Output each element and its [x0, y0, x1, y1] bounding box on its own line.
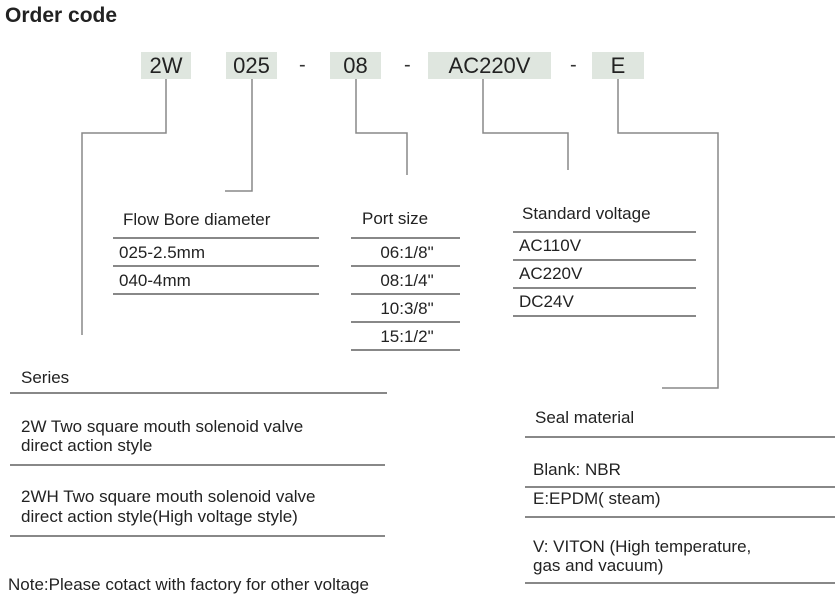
divider — [113, 237, 319, 239]
divider — [351, 237, 460, 239]
divider — [113, 265, 319, 267]
voltage-item: DC24V — [519, 292, 574, 311]
bore-header: Flow Bore diameter — [123, 210, 271, 229]
divider — [10, 464, 385, 466]
seal-item: gas and vacuum) — [533, 556, 664, 575]
divider — [10, 535, 385, 537]
code-separator: - — [404, 54, 411, 76]
bore-item: 040-4mm — [119, 271, 191, 290]
note-text: Note:Please cotact with factory for othe… — [8, 575, 369, 594]
code-seal: E — [592, 52, 644, 79]
divider — [525, 436, 835, 438]
code-separator: - — [299, 54, 306, 76]
seal-item: E:EPDM( steam) — [533, 489, 661, 508]
page-title: Order code — [5, 4, 118, 27]
series-header: Series — [21, 368, 70, 387]
voltage-header: Standard voltage — [522, 204, 651, 223]
code-port: 08 — [330, 52, 381, 79]
port-item: 08:1/4" — [380, 271, 434, 290]
divider — [525, 516, 835, 518]
port-connector — [355, 79, 408, 175]
voltage-connector — [482, 79, 569, 170]
divider — [513, 287, 696, 289]
port-header: Port size — [362, 209, 429, 228]
series-item: 2W Two square mouth solenoid valve — [21, 417, 304, 436]
divider — [10, 392, 387, 394]
divider — [525, 486, 835, 488]
series-item: direct action style(High voltage style) — [21, 507, 298, 526]
port-item: 15:1/2" — [380, 327, 434, 346]
seal-item: V: VITON (High temperature, — [533, 537, 752, 556]
series-item: 2WH Two square mouth solenoid valve — [21, 487, 316, 506]
divider — [513, 231, 696, 233]
divider — [351, 293, 460, 295]
series-item: direct action style — [21, 436, 153, 455]
divider — [351, 265, 460, 267]
bore-item: 025-2.5mm — [119, 243, 205, 262]
divider — [351, 321, 460, 323]
code-separator: - — [570, 54, 577, 76]
port-item: 06:1/8" — [380, 243, 434, 262]
seal-connector — [617, 79, 719, 389]
voltage-item: AC110V — [519, 236, 582, 255]
divider — [513, 259, 696, 261]
divider — [513, 315, 696, 317]
divider — [351, 349, 460, 351]
voltage-item: AC220V — [519, 264, 583, 283]
series-connector — [81, 79, 167, 335]
code-bore: 025 — [226, 52, 277, 79]
divider — [525, 582, 835, 584]
seal-header: Seal material — [535, 408, 635, 427]
divider — [113, 293, 319, 295]
bore-connector — [225, 79, 253, 192]
code-voltage: AC220V — [428, 52, 551, 79]
port-item: 10:3/8" — [380, 299, 434, 318]
code-series: 2W — [141, 52, 191, 79]
seal-item: Blank: NBR — [533, 460, 621, 479]
